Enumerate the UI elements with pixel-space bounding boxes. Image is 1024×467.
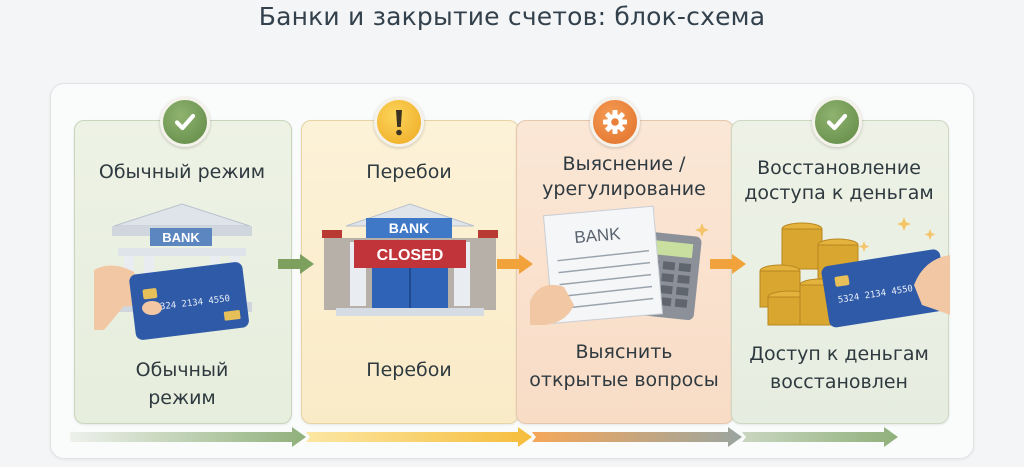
footer-line: Выяснить [575, 341, 673, 363]
step-heading-clarification: Выяснение / урегулирование [516, 152, 732, 202]
footer-line: открытые вопросы [529, 369, 719, 391]
heading-line: Выяснение / [562, 153, 686, 175]
closed-banner: CLOSED [377, 247, 444, 264]
bank-sign: BANK [162, 230, 200, 245]
closed-bank-illustration: BANK CLOSED [322, 200, 498, 324]
gear-icon [603, 110, 627, 134]
footer-line: режим [148, 387, 216, 409]
footer-line: Перебои [366, 359, 452, 381]
arrow-right-icon [497, 254, 533, 274]
status-badge-clarification [590, 97, 640, 147]
step-footer-clarification: Выяснить открытые вопросы [516, 338, 732, 394]
status-badge-disruption [374, 97, 424, 147]
document-calculator-illustration: BANK [530, 205, 720, 331]
step-heading-disruption: Перебои [366, 161, 452, 183]
arrow-right-icon [710, 254, 746, 274]
footer-line: восстановлен [770, 371, 908, 393]
connector-arrow-1-2 [276, 253, 316, 279]
coins-with-card-illustration: 5324 2134 4550 [754, 215, 950, 339]
status-badge-restored [812, 97, 862, 147]
step-footer-normal: Обычный режим [74, 356, 290, 412]
bank-document-icon: BANK [530, 205, 709, 325]
connector-arrow-2-3 [495, 253, 535, 279]
coins-icon: 5324 2134 4550 [759, 217, 950, 328]
bank-with-card-illustration: BANK 5324 2134 4550 [94, 200, 270, 344]
exclamation-icon [396, 110, 402, 136]
heading-line: урегулирование [542, 178, 706, 200]
heading-line: Восстановление [757, 157, 921, 179]
bank-building-icon: BANK 5324 2134 4550 [94, 203, 252, 340]
status-badge-normal [160, 97, 210, 147]
step-heading-restored: Восстановление доступа к деньгам [731, 156, 947, 206]
page-title: Банки и закрытие счетов: блок-схема [258, 2, 766, 31]
document-header: BANK [574, 224, 622, 247]
step-footer-disruption: Перебои [301, 356, 517, 384]
step-heading-normal: Обычный режим [98, 161, 266, 183]
closed-bank-icon: BANK CLOSED [322, 203, 498, 316]
arrow-right-icon [278, 254, 314, 274]
step-footer-restored: Доступ к деньгам восстановлен [731, 340, 947, 396]
check-icon [826, 113, 848, 131]
heading-line: доступа к деньгам [744, 182, 934, 204]
bank-sign: BANK [389, 220, 429, 236]
progress-arrow-icon [70, 427, 898, 447]
footer-line: Обычный [135, 359, 229, 381]
connector-arrow-3-4 [708, 253, 748, 279]
footer-line: Доступ к деньгам [749, 343, 929, 365]
progress-arrow [70, 426, 910, 448]
check-icon [174, 113, 196, 131]
